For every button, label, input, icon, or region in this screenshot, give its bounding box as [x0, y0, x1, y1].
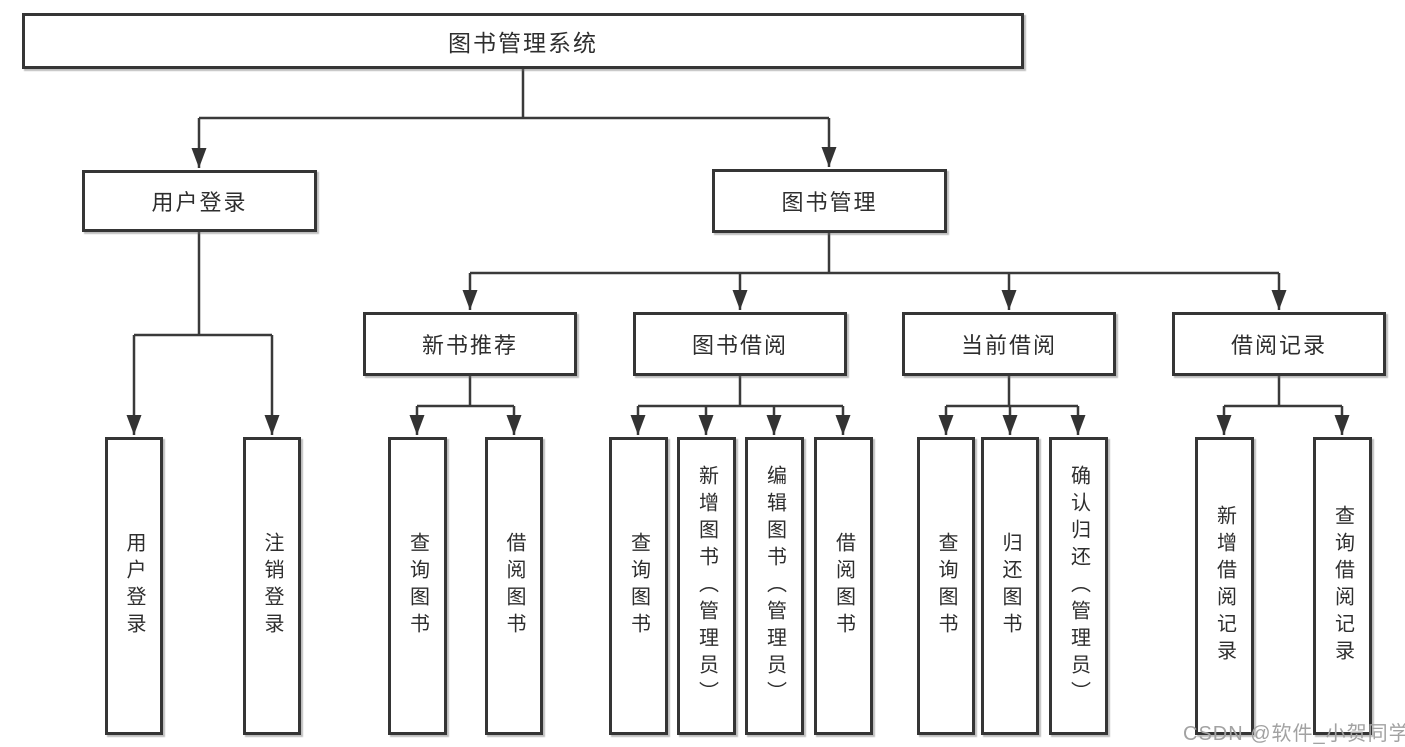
- node-label: 查询图书: [406, 532, 429, 640]
- node-cb-query-books: 查询图书: [917, 437, 975, 735]
- node-label: 注销登录: [261, 532, 283, 640]
- node-book-management: 图书管理: [712, 169, 947, 233]
- node-borrow-records: 借阅记录: [1172, 312, 1386, 376]
- node-user-login-branch: 用户登录: [82, 170, 317, 232]
- node-label: 用户登录: [123, 532, 145, 640]
- node-user-login: 用户登录: [105, 437, 163, 735]
- node-label: 新增借阅记录: [1213, 505, 1236, 667]
- node-logout: 注销登录: [243, 437, 301, 735]
- node-label: 新增图书（管理员）: [695, 464, 718, 708]
- node-label: 确认归还（管理员）: [1067, 464, 1090, 708]
- node-label: 查询图书: [935, 532, 957, 640]
- node-bb-borrow-books: 借阅图书: [814, 437, 873, 735]
- node-label: 归还图书: [999, 532, 1021, 640]
- node-nbr-borrow-books: 借阅图书: [485, 437, 543, 735]
- watermark-text: CSDN @软件_小贺同学: [1183, 723, 1405, 745]
- node-book-borrow: 图书借阅: [633, 312, 847, 376]
- node-br-add-record: 新增借阅记录: [1195, 437, 1254, 735]
- node-label: 编辑图书（管理员）: [763, 464, 786, 708]
- tree-rails: [134, 69, 1342, 408]
- node-label: 借阅图书: [503, 532, 525, 640]
- node-root: 图书管理系统: [22, 13, 1024, 69]
- node-new-book-recommend: 新书推荐: [363, 312, 577, 376]
- node-current-borrow: 当前借阅: [902, 312, 1116, 376]
- node-nbr-query-books: 查询图书: [388, 437, 447, 735]
- node-cb-return-books: 归还图书: [981, 437, 1039, 735]
- node-bb-edit-books-admin: 编辑图书（管理员）: [745, 437, 804, 735]
- node-cb-confirm-return-admin: 确认归还（管理员）: [1049, 437, 1108, 735]
- node-label: 查询借阅记录: [1331, 505, 1354, 667]
- tree-arrows: [126, 118, 1350, 435]
- node-bb-add-books-admin: 新增图书（管理员）: [677, 437, 736, 735]
- node-bb-query-books: 查询图书: [609, 437, 668, 735]
- node-label: 借阅图书: [832, 532, 855, 640]
- node-label: 查询图书: [627, 532, 650, 640]
- node-br-query-record: 查询借阅记录: [1313, 437, 1372, 735]
